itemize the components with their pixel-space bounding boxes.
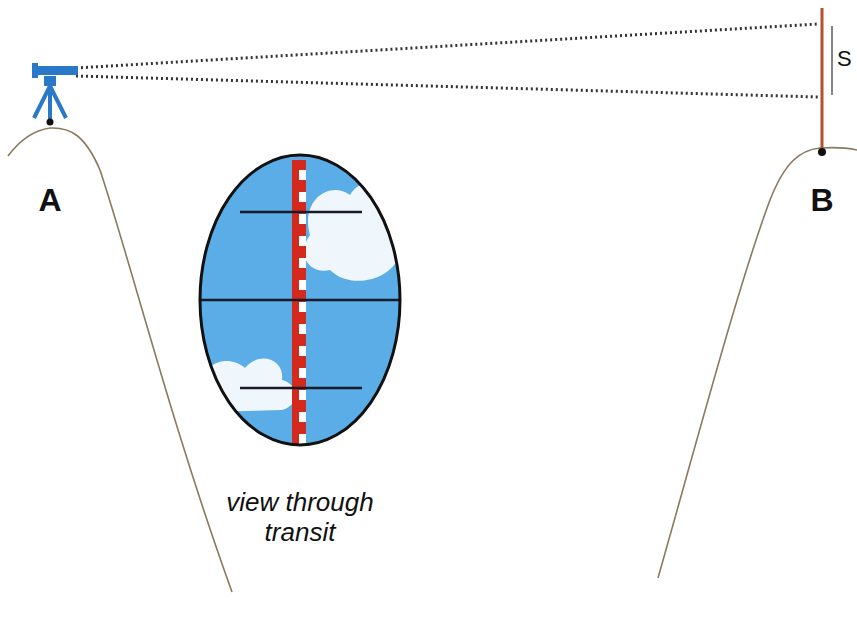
telescope-view bbox=[200, 155, 415, 466]
transit-instrument bbox=[32, 63, 78, 126]
caption-text: view through transit bbox=[205, 488, 395, 548]
terrain-right bbox=[658, 148, 857, 578]
terrain-left bbox=[8, 128, 232, 592]
point-label: B bbox=[810, 182, 833, 219]
sight-line bbox=[76, 76, 818, 97]
interval-bracket bbox=[831, 26, 832, 95]
point-label: A bbox=[38, 182, 61, 219]
point-marker bbox=[818, 148, 826, 156]
sight-line bbox=[76, 24, 818, 68]
interval-label: S bbox=[837, 46, 852, 71]
stadia-rod bbox=[821, 8, 824, 150]
